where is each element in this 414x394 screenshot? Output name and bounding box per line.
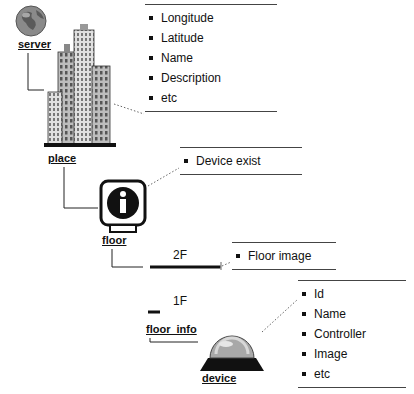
- attribute-list: Floor image: [232, 242, 336, 270]
- floor-label: 1F: [173, 294, 187, 308]
- list-item: etc: [145, 88, 277, 108]
- globe-icon: [14, 4, 50, 38]
- list-item: Latitude: [145, 28, 277, 48]
- list-item: Id: [298, 284, 406, 304]
- tree-connector: [150, 338, 198, 342]
- list-item: Controller: [298, 324, 406, 344]
- list-item: Image: [298, 344, 406, 364]
- list-item: Name: [145, 48, 277, 68]
- list-item: Name: [298, 304, 406, 324]
- icon-node: server: [14, 4, 51, 51]
- icon-node: floor: [98, 178, 148, 247]
- node-label: floor: [102, 234, 126, 247]
- node-label: floor_info: [146, 323, 197, 336]
- node-label: place: [48, 152, 76, 165]
- building-icon: [44, 22, 116, 152]
- tree-connector: [64, 167, 98, 208]
- icon-node: device: [198, 320, 266, 385]
- attribute-list: Device exist: [180, 147, 302, 175]
- tree-connector: [28, 53, 44, 90]
- icon-node: floor_info 2F 1F: [143, 246, 227, 336]
- device-icon: [198, 320, 266, 372]
- attribute-list: IdNameControllerImageetc: [298, 280, 406, 388]
- icon-node: place: [44, 22, 116, 165]
- attribute-list: LongitudeLatitudeNameDescriptionetc: [145, 4, 277, 112]
- leader-line: [262, 300, 297, 332]
- info-icon: [98, 178, 148, 234]
- leader-line: [148, 168, 179, 186]
- tree-connector: [112, 249, 143, 267]
- list-item: Description: [145, 68, 277, 88]
- leader-line: [114, 104, 144, 114]
- floor-label: 2F: [173, 248, 187, 262]
- list-item: Longitude: [145, 8, 277, 28]
- list-item: etc: [298, 364, 406, 384]
- node-label: server: [18, 38, 51, 51]
- list-item: Floor image: [232, 246, 336, 266]
- node-label: device: [202, 372, 236, 385]
- leader-line: [222, 262, 231, 266]
- list-item: Device exist: [180, 151, 302, 171]
